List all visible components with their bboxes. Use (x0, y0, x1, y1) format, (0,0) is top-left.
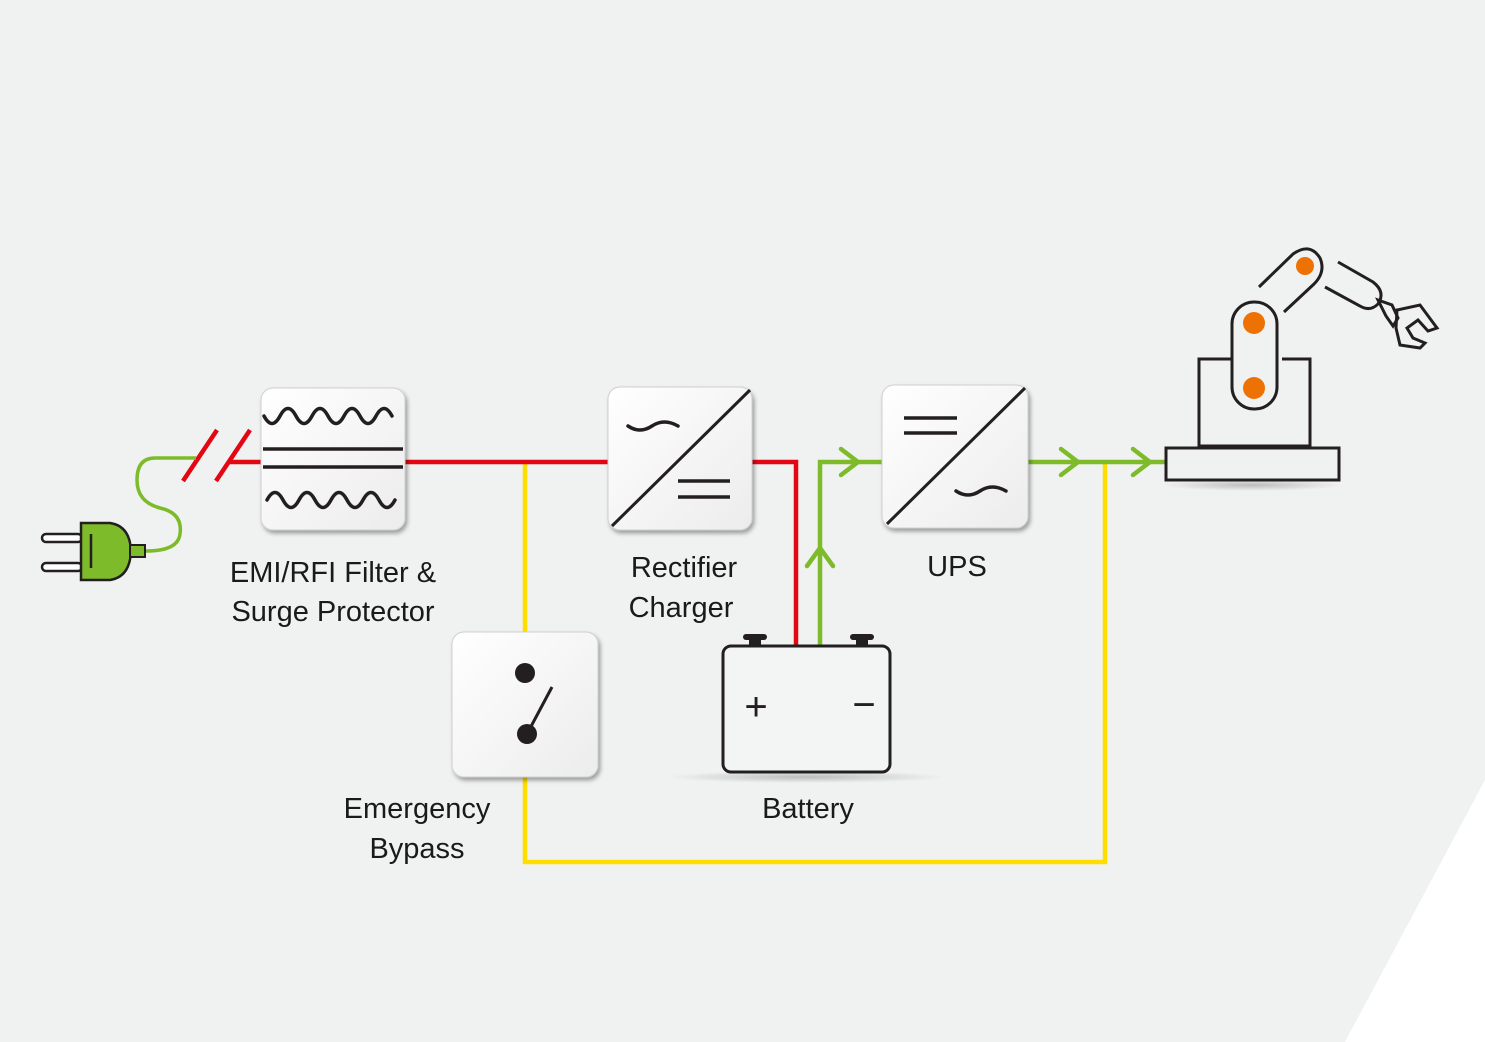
arrow-up-icon (804, 544, 836, 569)
mains-line (181, 428, 799, 646)
ups-label: UPS (927, 551, 987, 583)
rectifier-label-line1: Rectifier (631, 552, 738, 584)
rectifier-label-line2: Charger (629, 592, 734, 624)
bypass-label-line2: Bypass (369, 833, 464, 865)
arrow-right-icon (1130, 446, 1154, 478)
robot-arm-icon (1162, 247, 1440, 491)
filter-icon (262, 406, 403, 510)
arrow-right-icon (838, 446, 862, 478)
dc-ac-converter-icon (885, 386, 1027, 526)
battery-label: Battery (762, 793, 854, 825)
ac-dc-converter-icon (610, 388, 752, 528)
output-line (804, 446, 1168, 649)
arrow-right-icon (1058, 446, 1082, 478)
rectifier-charger-block (607, 386, 753, 531)
filter-label-line1: EMI/RFI Filter & (230, 557, 436, 589)
power-plug-icon (40, 456, 196, 582)
bypass-label-line1: Emergency (344, 793, 491, 825)
ups-block (881, 384, 1029, 529)
background-corner (1345, 780, 1485, 1042)
switch-icon (515, 663, 554, 744)
battery-plus: + (744, 685, 767, 729)
filter-label-line2: Surge Protector (231, 596, 434, 628)
emi-rfi-filter-block (260, 387, 406, 531)
battery-icon: + − (666, 634, 946, 783)
emergency-bypass-block (451, 631, 599, 778)
battery-minus: − (852, 683, 875, 727)
